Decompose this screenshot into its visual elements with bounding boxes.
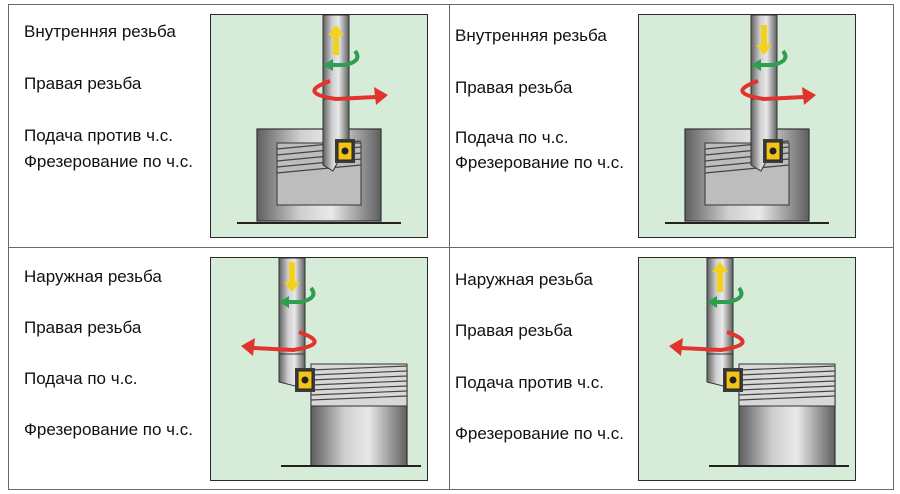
insert-screw [769, 147, 777, 155]
feed-arrow-shaft [761, 25, 767, 47]
feed-arrow-head [328, 25, 344, 35]
tool-path-arrow-head [802, 87, 816, 105]
tool-path-arrow-arc [312, 79, 377, 102]
diagram-panel [210, 257, 428, 481]
feed-arrow-shaft [717, 270, 723, 292]
milling-direction-label: Фрезерование по ч.с. [455, 153, 624, 172]
feed-direction-label: Подача против ч.с. [455, 373, 604, 392]
thread-line [738, 370, 836, 376]
feed-arrow-shaft [289, 262, 295, 284]
thread-line [704, 164, 790, 174]
tool-path-arrow-arc [680, 330, 745, 353]
spin-arrow-arc [287, 286, 316, 304]
spin-arrow-arc [759, 49, 788, 67]
thread-line [738, 390, 836, 396]
thread-line [738, 380, 836, 386]
feed-arrow-head [712, 262, 728, 272]
thread-line [738, 375, 836, 381]
thread-hand-label: Правая резьба [24, 74, 142, 93]
thread-line [276, 164, 362, 174]
thread-line [310, 370, 408, 376]
diagram-panel [638, 257, 856, 481]
thread-line [310, 390, 408, 396]
thread-line [310, 385, 408, 391]
insert-screw [729, 376, 737, 384]
thread-line [310, 395, 408, 401]
thread-line [738, 395, 836, 401]
thread-hand-label: Правая резьба [455, 78, 573, 97]
thread-line [310, 380, 408, 386]
milling-direction-label: Фрезерование по ч.с. [24, 152, 193, 171]
thread-type-label: Наружная резьба [24, 267, 162, 286]
spin-arrow-head [751, 59, 761, 71]
feed-arrow-head [756, 45, 772, 55]
thread-type-label: Наружная резьба [455, 270, 593, 289]
thread-line [738, 365, 836, 371]
thread-milling-diagram [237, 15, 401, 224]
spin-arrow-arc [715, 286, 744, 304]
thread-hand-label: Правая резьба [455, 321, 573, 340]
thread-type-label: Внутренняя резьба [24, 22, 176, 41]
spin-arrow-head [323, 59, 333, 71]
feed-arrow-head [284, 282, 300, 292]
spin-arrow-head [279, 296, 289, 308]
feed-arrow-shaft [333, 33, 339, 55]
insert-screw [341, 147, 349, 155]
spin-arrow-arc [331, 49, 360, 67]
milling-direction-label: Фрезерование по ч.с. [24, 420, 193, 439]
tool-path-arrow-arc [740, 79, 805, 102]
thread-milling-diagram [669, 258, 849, 467]
spin-arrow-head [707, 296, 717, 308]
thread-line [738, 385, 836, 391]
diagram-panel [210, 14, 428, 238]
thread-milling-diagram [665, 15, 829, 224]
tool-path-arrow-head [374, 87, 388, 105]
thread-type-label: Внутренняя резьба [455, 26, 607, 45]
tool-path-arrow-head [669, 338, 683, 356]
tool-path-arrow-arc [252, 330, 317, 353]
feed-direction-label: Подача против ч.с. [24, 126, 173, 145]
tool-path-arrow-head [241, 338, 255, 356]
milling-direction-label: Фрезерование по ч.с. [455, 424, 624, 443]
diagram-panel [638, 14, 856, 238]
insert-screw [301, 376, 309, 384]
thread-line [310, 375, 408, 381]
thread-line [310, 365, 408, 371]
thread-milling-diagram [241, 258, 421, 467]
thread-hand-label: Правая резьба [24, 318, 142, 337]
row-divider [8, 247, 894, 248]
feed-direction-label: Подача по ч.с. [455, 128, 569, 147]
feed-direction-label: Подача по ч.с. [24, 369, 138, 388]
